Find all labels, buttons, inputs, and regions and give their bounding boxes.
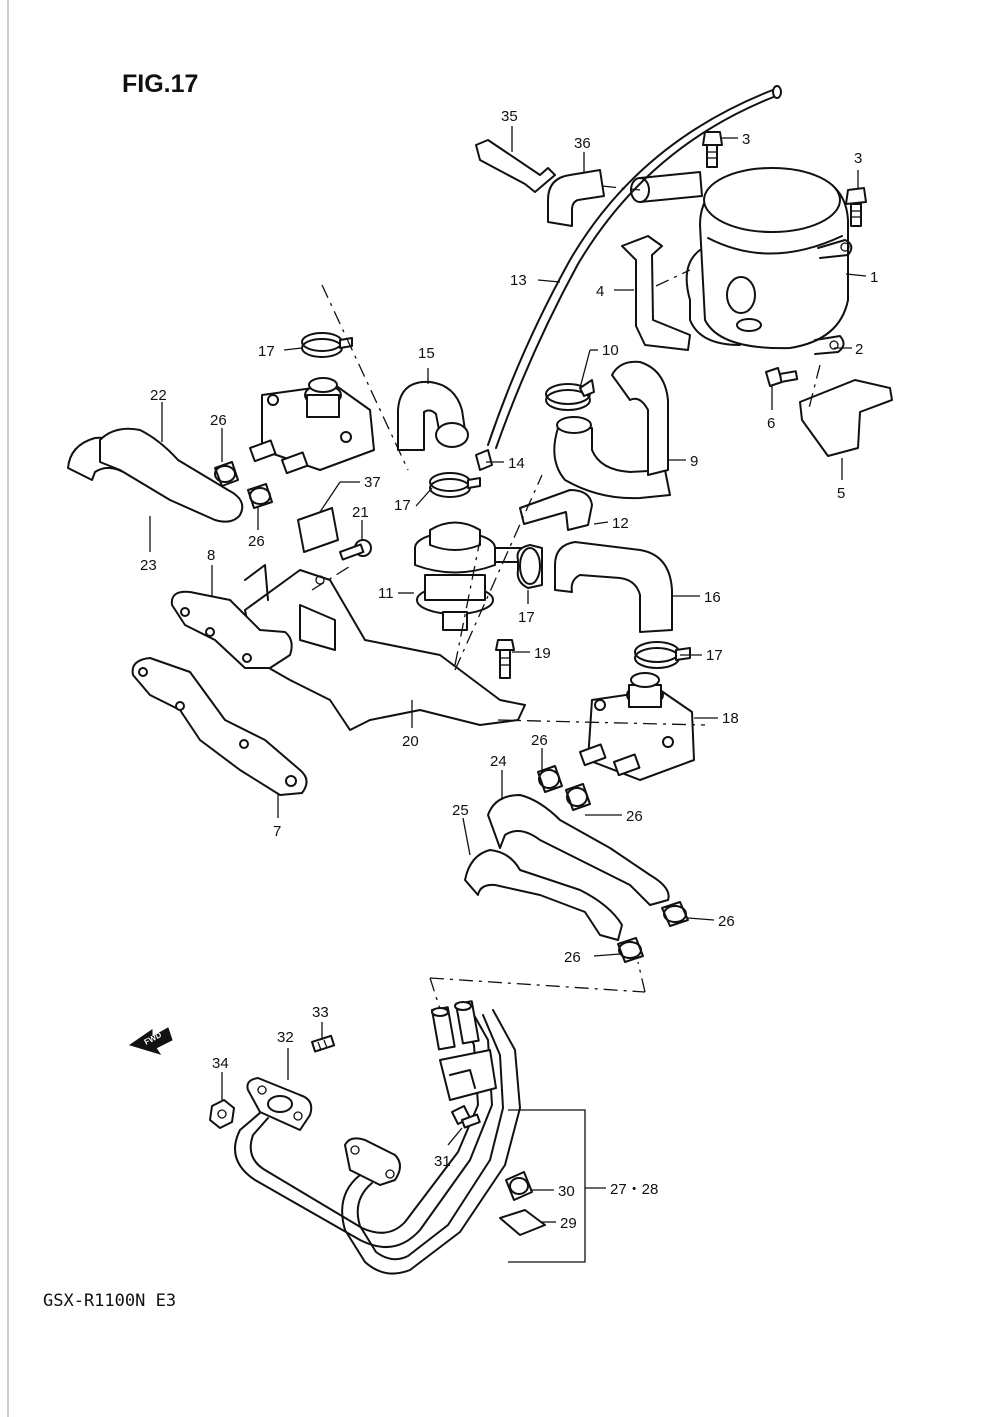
bolt-19 xyxy=(495,639,515,679)
callout-36: 36 xyxy=(574,135,591,152)
bracket-5 xyxy=(799,379,893,457)
gasket-32 xyxy=(246,1077,313,1131)
callout-17-b: 17 xyxy=(394,497,411,514)
hose-16 xyxy=(554,541,673,633)
callout-27-28: 27・28 xyxy=(610,1181,658,1198)
callout-10: 10 xyxy=(602,342,619,359)
screw-3-a xyxy=(702,131,723,168)
bracket-35 xyxy=(475,139,556,193)
callout-17-c: 17 xyxy=(518,609,535,626)
hose-23 xyxy=(99,427,244,523)
callout-16: 16 xyxy=(704,589,721,606)
callout-4: 4 xyxy=(596,283,604,300)
callout-21: 21 xyxy=(352,504,369,521)
callout-23: 23 xyxy=(140,557,157,574)
bracket-7 xyxy=(131,657,308,796)
pad-37 xyxy=(297,507,339,553)
clamp-17-a xyxy=(301,332,353,358)
callout-31: 31 xyxy=(434,1153,451,1170)
callout-26-c: 26 xyxy=(531,732,548,749)
bolt-21 xyxy=(339,539,372,561)
callout-19: 19 xyxy=(534,645,551,662)
callout-6: 6 xyxy=(767,415,775,432)
callout-26-a: 26 xyxy=(210,412,227,429)
reed-valve-upper xyxy=(249,377,375,475)
bolt-31 xyxy=(451,1105,481,1129)
bracket-12 xyxy=(519,489,593,531)
clamp-10 xyxy=(545,379,595,411)
callout-3-b: 3 xyxy=(854,150,862,167)
bracket-20 xyxy=(244,569,526,731)
callout-29: 29 xyxy=(560,1215,577,1232)
callout-5: 5 xyxy=(837,485,845,502)
callout-25: 25 xyxy=(452,802,469,819)
pad-29 xyxy=(499,1209,546,1236)
clamp-26-b xyxy=(247,483,273,509)
callout-2: 2 xyxy=(855,341,863,358)
callout-17-d: 17 xyxy=(706,647,723,664)
callout-24: 24 xyxy=(490,753,507,770)
callout-35: 35 xyxy=(501,108,518,125)
callout-37: 37 xyxy=(364,474,381,491)
callout-11: 11 xyxy=(378,585,394,602)
callout-34: 34 xyxy=(212,1055,229,1072)
model-label: GSX-R1100N E3 xyxy=(43,1291,176,1311)
clamp-17-d xyxy=(634,641,691,669)
bolt-6 xyxy=(765,367,799,387)
figure-title: FIG.17 xyxy=(122,70,198,98)
callout-14: 14 xyxy=(508,455,525,472)
callout-1: 1 xyxy=(870,269,878,286)
callout-17-a: 17 xyxy=(258,343,275,360)
callout-26-d: 26 xyxy=(626,808,643,825)
callout-3-a: 3 xyxy=(742,131,750,148)
callout-8: 8 xyxy=(207,547,215,564)
callout-26-e: 26 xyxy=(718,913,735,930)
callout-22: 22 xyxy=(150,387,167,404)
callout-labels: 1 2 3 3 4 5 6 7 8 9 10 11 12 13 14 15 16… xyxy=(140,108,878,1232)
clamp-26-d xyxy=(565,783,591,811)
hose-24 xyxy=(487,794,670,906)
clamp-26-c xyxy=(537,765,563,793)
hose-13 xyxy=(487,87,779,446)
stud-33 xyxy=(310,1034,336,1053)
nut-34 xyxy=(209,1099,235,1129)
bracket-8 xyxy=(170,590,293,669)
callout-15: 15 xyxy=(418,345,435,362)
flange-lower xyxy=(344,1137,401,1186)
leader-lines xyxy=(149,126,867,1263)
callout-26-f: 26 xyxy=(564,949,581,966)
callout-32: 32 xyxy=(277,1029,294,1046)
pipe-assembly-27-28 xyxy=(234,1000,521,1275)
fwd-arrow-icon: FWD xyxy=(128,1027,173,1055)
callout-7: 7 xyxy=(273,823,281,840)
clamp-17-b xyxy=(429,472,481,498)
bracket-4 xyxy=(621,235,691,351)
callout-26-b: 26 xyxy=(248,533,265,550)
elbow-hose-36 xyxy=(547,169,605,227)
clamp-17-c xyxy=(516,544,543,589)
valve-11 xyxy=(414,521,524,631)
callout-18: 18 xyxy=(722,710,739,727)
air-cleaner-case xyxy=(630,167,853,355)
clamp-14 xyxy=(475,449,493,471)
callout-13: 13 xyxy=(510,272,527,289)
callout-20: 20 xyxy=(402,733,419,750)
clamp-26-e xyxy=(661,901,689,927)
clamp-26-a xyxy=(214,461,239,487)
hose-25 xyxy=(464,849,623,941)
callout-30: 30 xyxy=(558,1183,575,1200)
reed-valve-18 xyxy=(579,672,695,781)
screw-3-b xyxy=(845,187,867,227)
clamp-30 xyxy=(505,1171,533,1201)
hose-9 xyxy=(553,427,671,500)
callout-33: 33 xyxy=(312,1004,329,1021)
callout-12: 12 xyxy=(612,515,629,532)
clamp-26-f xyxy=(617,937,644,963)
callout-9: 9 xyxy=(690,453,698,470)
